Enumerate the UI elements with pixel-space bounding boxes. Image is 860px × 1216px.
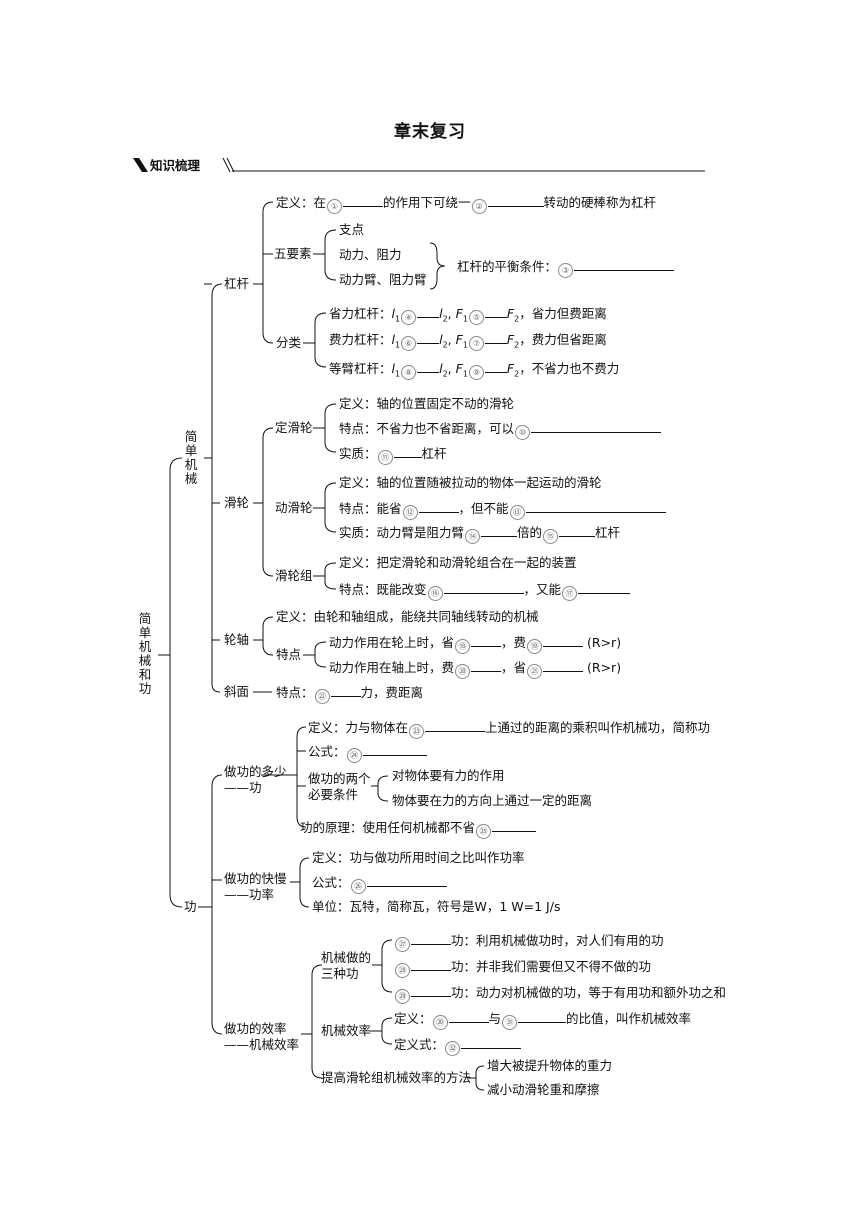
pulley-group-label: 滑轮组 bbox=[275, 568, 313, 583]
slope-label: 斜面 bbox=[224, 684, 250, 699]
work-label: 功 bbox=[184, 899, 197, 914]
lever-label: 杠杆 bbox=[224, 276, 250, 291]
simple-machines-label: 简单机械 bbox=[184, 429, 198, 486]
work-condition-distance: 物体要在力的方向上通过一定的距离 bbox=[392, 793, 593, 808]
efficiency-sub: ——机械效率 bbox=[224, 1037, 300, 1052]
improve-method-2: 减小动滑轮重和摩擦 bbox=[487, 1082, 600, 1097]
page-title: 章末复习 bbox=[394, 122, 466, 142]
movable-pulley-def: 定义：轴的位置随被拉动的物体一起运动的滑轮 bbox=[339, 475, 602, 490]
fixed-pulley-label: 定滑轮 bbox=[275, 420, 313, 435]
improve-efficiency-label: 提高滑轮组机械效率的方法 bbox=[321, 1070, 472, 1085]
wheel-axle-feature-label: 特点 bbox=[276, 647, 302, 662]
element-arms: 动力臂、阻力臂 bbox=[339, 272, 427, 287]
element-forces: 动力、阻力 bbox=[339, 247, 402, 262]
section-marker-icon bbox=[133, 158, 148, 172]
efficiency-label: 做功的效率 bbox=[224, 1021, 287, 1036]
wheel-axle-def: 定义：由轮和轴组成，能绕共同轴线转动的机械 bbox=[276, 609, 539, 624]
fixed-pulley-def: 定义：轴的位置固定不动的滑轮 bbox=[339, 396, 515, 411]
mech-efficiency-formula: 定义式：㉜ bbox=[394, 1036, 522, 1056]
power-label: 做功的快慢 bbox=[224, 871, 287, 886]
work-conditions-sub: 必要条件 bbox=[308, 787, 359, 802]
classify-label: 分类 bbox=[276, 335, 302, 350]
three-works-sub: 三种功 bbox=[321, 966, 359, 981]
section-label: 知识梳理 bbox=[150, 158, 201, 173]
pulley-group-def: 定义：把定滑轮和动滑轮组合在一起的装置 bbox=[339, 555, 577, 570]
work-condition-force: 对物体要有力的作用 bbox=[392, 768, 505, 783]
three-works-label: 机械做的 bbox=[321, 950, 372, 965]
power-formula: 公式：㉖ bbox=[312, 874, 447, 894]
element-fulcrum: 支点 bbox=[339, 222, 365, 237]
work-conditions-label: 做功的两个 bbox=[308, 771, 371, 786]
improve-method-1: 增大被提升物体的重力 bbox=[487, 1058, 613, 1073]
five-elements-label: 五要素 bbox=[274, 246, 312, 261]
work-amount-sub: ——功 bbox=[224, 780, 262, 795]
pulley-label: 滑轮 bbox=[224, 495, 250, 510]
wheel-axle-label: 轮轴 bbox=[224, 632, 250, 647]
mech-efficiency-label: 机械效率 bbox=[321, 1023, 372, 1038]
lever-balance-condition: 杠杆的平衡条件：③ bbox=[457, 258, 675, 278]
work-amount-label: 做功的多少 bbox=[224, 764, 287, 779]
movable-pulley-label: 动滑轮 bbox=[275, 500, 313, 515]
work-formula: 公式：㉔ bbox=[308, 743, 427, 763]
power-sub: ——功率 bbox=[224, 887, 275, 902]
power-unit: 单位：瓦特，简称瓦，符号是W，1 W=1 J/s bbox=[312, 899, 561, 914]
root-label: 简单机械和功 bbox=[138, 611, 152, 696]
power-def: 定义：功与做功所用时间之比叫作功率 bbox=[312, 850, 525, 865]
